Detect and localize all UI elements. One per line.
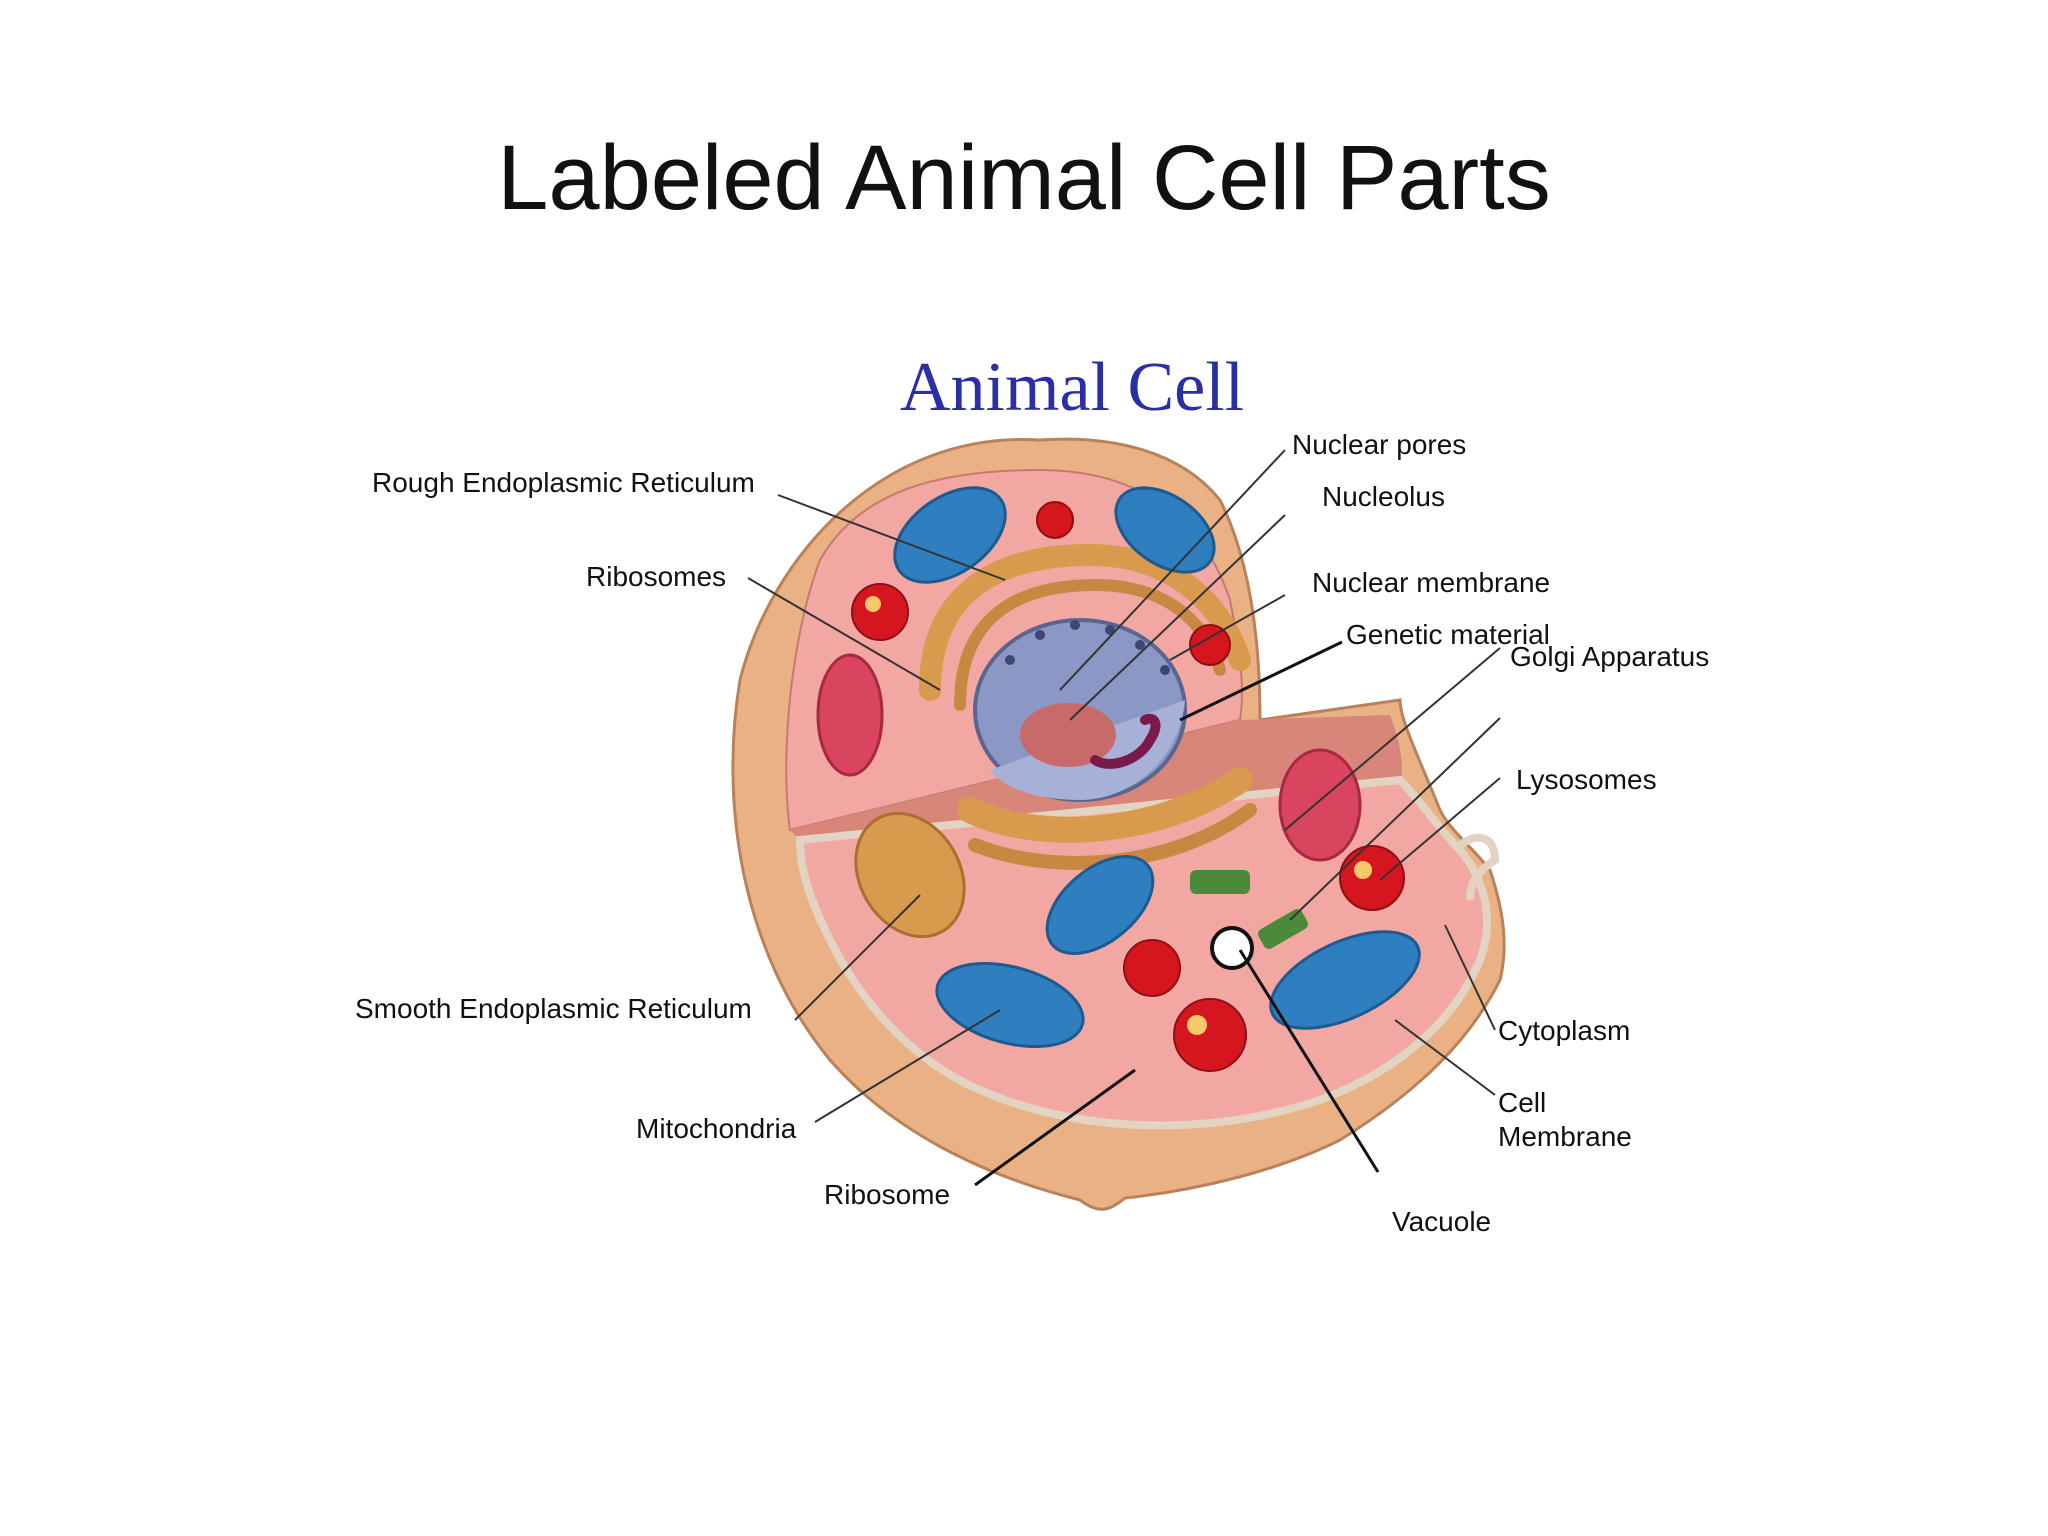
label-ribosomes: Ribosomes xyxy=(586,561,727,592)
mitochondrion-1 xyxy=(893,486,1007,584)
lysosome-5 xyxy=(1123,939,1181,997)
label-vacuole: Vacuole xyxy=(1392,1206,1492,1237)
label-cell-membrane-1: Cell xyxy=(1498,1087,1547,1118)
label-rough-er: Rough Endoplasmic Reticulum xyxy=(372,467,755,498)
mitochondrion-3 xyxy=(1045,855,1155,955)
label-genetic-material: Genetic material xyxy=(1346,619,1550,650)
leader-lines xyxy=(747,449,1501,1187)
golgi-left xyxy=(816,653,884,777)
smooth-er xyxy=(854,811,966,939)
label-nucleolus: Nucleolus xyxy=(1322,481,1445,512)
label-cell-membrane-2: Membrane xyxy=(1498,1121,1632,1152)
label-mitochondria: Mitochondria xyxy=(636,1113,797,1144)
label-smooth-er: Smooth Endoplasmic Reticulum xyxy=(355,993,752,1024)
rough-er-stack-2 xyxy=(954,578,1226,711)
rough-er-stack xyxy=(919,543,1251,701)
slide-title: Labeled Animal Cell Parts xyxy=(497,127,1551,229)
golgi-green-2 xyxy=(1258,909,1308,949)
lysosome-2 xyxy=(851,583,909,641)
rough-er-lower xyxy=(957,767,1253,843)
label-cytoplasm: Cytoplasm xyxy=(1498,1015,1631,1046)
label-nuclear-pores: Nuclear pores xyxy=(1292,429,1467,460)
mitochondrion-5 xyxy=(1269,930,1421,1030)
golgi-green-1 xyxy=(1190,870,1250,894)
membrane-notch xyxy=(1452,833,1500,901)
label-lysosomes: Lysosomes xyxy=(1516,764,1657,795)
label-nuclear-membrane: Nuclear membrane xyxy=(1312,567,1551,598)
golgi-right xyxy=(1278,748,1362,862)
genetic-material xyxy=(1090,713,1161,769)
nucleolus xyxy=(1020,703,1116,767)
lysosome-6 xyxy=(1173,998,1247,1072)
lysosome-3 xyxy=(1189,624,1231,666)
lysosome-1 xyxy=(1036,501,1074,539)
label-golgi: Golgi Apparatus xyxy=(1510,641,1710,672)
nuclear-pores xyxy=(1005,620,1170,675)
lysosome-4 xyxy=(1339,845,1405,911)
label-ribosome: Ribosome xyxy=(824,1179,951,1210)
vacuole xyxy=(1210,926,1254,970)
diagram-title: Animal Cell xyxy=(900,349,1245,426)
